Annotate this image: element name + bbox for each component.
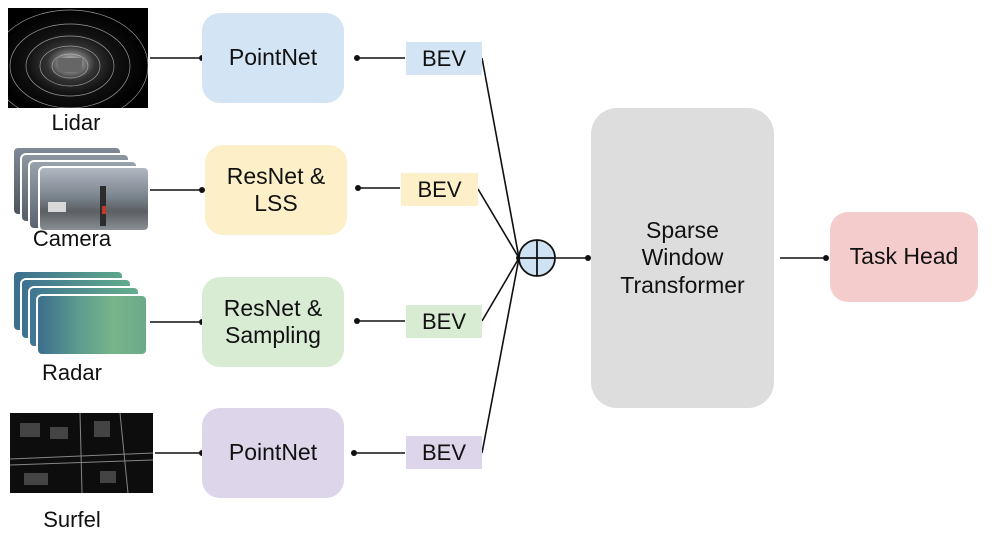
lidar-thumbnail <box>8 8 148 108</box>
dot <box>823 255 829 261</box>
radar-encoder-box: ResNet & Sampling <box>202 277 344 367</box>
line-bev-fusion-4 <box>481 257 520 454</box>
lidar-bev-box: BEV <box>406 42 482 75</box>
lidar-rings-icon <box>8 9 148 108</box>
surfel-thumbnail <box>10 413 153 493</box>
line-bev-fusion-1 <box>481 57 520 259</box>
surfel-label: Surfel <box>43 507 101 532</box>
dot <box>199 187 205 193</box>
dot <box>355 185 361 191</box>
dot <box>354 318 360 324</box>
camera-thumbnail-stack <box>12 146 152 232</box>
radar-label: Radar <box>42 360 102 385</box>
line-bev-fusion-2 <box>477 188 520 259</box>
camera-bev-box: BEV <box>401 173 478 206</box>
dot <box>585 255 591 261</box>
radar-thumbnail-stack <box>12 270 152 360</box>
circled-plus-icon <box>518 239 556 277</box>
camera-frame <box>38 166 150 232</box>
dot <box>351 450 357 456</box>
surfel-bev-box: BEV <box>406 436 482 469</box>
task-head-box: Task Head <box>830 212 978 302</box>
radar-frame <box>36 294 148 356</box>
camera-label: Camera <box>32 226 112 251</box>
sparse-window-transformer-box: Sparse Window Transformer <box>591 108 774 408</box>
lidar-encoder-box: PointNet <box>202 13 344 103</box>
camera-encoder-box: ResNet & LSS <box>205 145 347 235</box>
lidar-label: Lidar <box>51 110 101 135</box>
radar-bev-box: BEV <box>406 305 482 338</box>
dot <box>354 55 360 61</box>
line-bev-fusion-3 <box>481 257 520 322</box>
surfel-encoder-box: PointNet <box>202 408 344 498</box>
